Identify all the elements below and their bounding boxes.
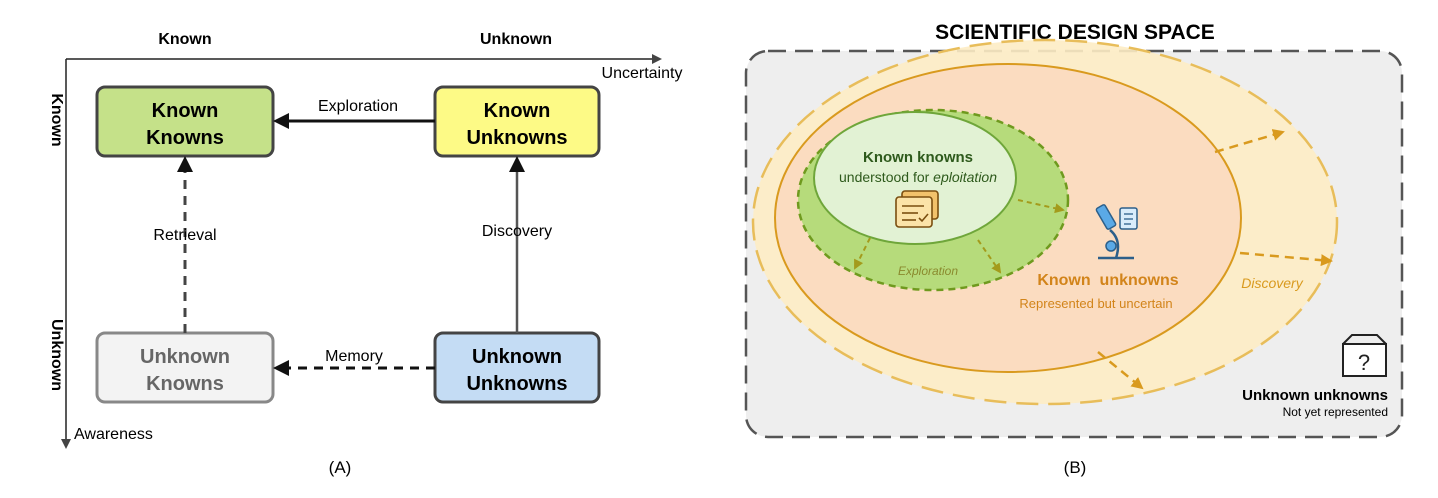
discovery-arrow-top: [1214, 129, 1285, 154]
retrieval-label: Retrieval: [153, 227, 216, 244]
known-knowns-line2: Knowns: [146, 127, 224, 149]
microscope-icon: [1095, 204, 1138, 260]
discovery-label-b: Discovery: [1241, 275, 1303, 291]
uncertainty-axis-label: Uncertainty: [602, 65, 683, 82]
known-unknowns-title: Known unknowns: [1037, 272, 1178, 289]
awareness-axis-label: Awareness: [74, 426, 153, 443]
unknown-unknowns-title: Unknown unknowns: [1242, 387, 1388, 404]
known-knowns-line1: Known: [152, 100, 219, 122]
row-header-known: Known: [48, 93, 65, 146]
exploration-arrow-left: [854, 237, 871, 270]
known-unknowns-line2: Unknowns: [466, 127, 567, 149]
known-unknowns-line1: Known: [484, 100, 551, 122]
row-header-unknown: Unknown: [48, 319, 65, 391]
discovery-label: Discovery: [482, 223, 552, 240]
panel-b: SCIENTIFIC DESIGN SPACE Known knowns und…: [744, 21, 1404, 477]
discovery-arrow-right: [1239, 251, 1333, 267]
svg-text:?: ?: [1358, 350, 1370, 375]
discovery-arrow-bottom: [1097, 351, 1144, 390]
col-header-known: Known: [158, 31, 211, 48]
known-unknowns-subtitle: Represented but uncertain: [1019, 296, 1172, 311]
known-unknowns-box: Known Unknowns: [433, 85, 601, 158]
exploration-label-b: Exploration: [898, 264, 958, 278]
unknown-knowns-box: Unknown Knowns: [95, 331, 275, 404]
unknown-unknowns-line1: Unknown: [472, 346, 562, 368]
unknown-unknowns-subtitle: Not yet represented: [1283, 405, 1388, 419]
unknown-unknowns-box: Unknown Unknowns: [433, 331, 601, 404]
known-knowns-subtitle: understood for eploitation: [839, 169, 997, 185]
exploration-arrow-out: [1017, 199, 1065, 214]
panel-a: Known Unknown Uncertainty Known Unknown …: [48, 31, 682, 477]
memory-label: Memory: [325, 348, 383, 365]
document-stack-icon: [895, 190, 939, 228]
caption-b: (B): [1064, 458, 1087, 477]
unknown-unknowns-line2: Unknowns: [466, 373, 567, 395]
known-knowns-region: [813, 111, 1017, 245]
unknown-knowns-line1: Unknown: [140, 346, 230, 368]
exploration-label: Exploration: [318, 98, 398, 115]
exploration-arrow-right: [977, 239, 1002, 274]
known-knowns-title: Known knowns: [863, 149, 973, 166]
question-box-icon: ?: [1342, 334, 1387, 377]
unknown-knowns-line2: Knowns: [146, 373, 224, 395]
known-knowns-box: Known Knowns: [95, 85, 275, 158]
caption-a: (A): [329, 458, 352, 477]
col-header-unknown: Unknown: [480, 31, 552, 48]
panel-b-title: SCIENTIFIC DESIGN SPACE: [935, 21, 1215, 44]
